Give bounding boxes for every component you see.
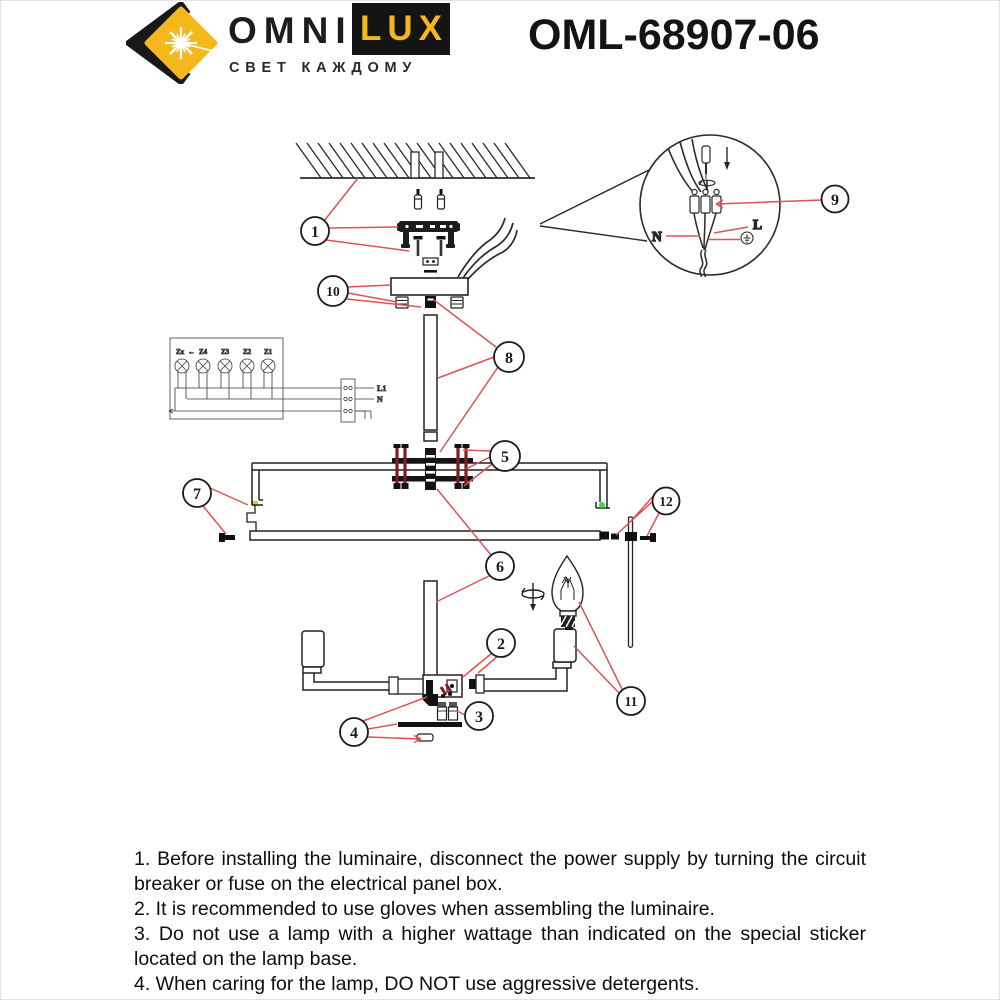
callout-12: 12 [651, 486, 681, 516]
screwdriver-icon [698, 145, 716, 190]
header: OMNI LUX СВЕТ КАЖДОМУ OML-68907-06 [0, 0, 1000, 100]
instruction-item-1: 1. Before installing the luminaire, disc… [134, 848, 866, 895]
small-connector-parts [422, 257, 439, 273]
callout-5: 5 [489, 440, 521, 472]
terminal-block [689, 188, 722, 214]
canopy-plate [390, 277, 469, 309]
brand-lux-text: LUX [360, 9, 448, 48]
instruction-item-4: 4. When caring for the lamp, DO NOT use … [134, 973, 700, 995]
arm-connector [469, 674, 485, 694]
instruction-item-2: 2. It is recommended to use gloves when … [134, 898, 715, 920]
callout-6-label: 6 [496, 559, 504, 576]
neutral-label: N [652, 229, 662, 244]
wire-label-n: N [377, 395, 383, 404]
brand-logo-icon [126, 2, 218, 84]
ground-symbol [740, 231, 754, 245]
callout-4: 4 [339, 717, 369, 747]
callout-12-label: 12 [659, 494, 673, 509]
callout-11: 11 [616, 686, 646, 716]
lamp-label: Z2 [243, 348, 252, 356]
callout-2-label: 2 [497, 636, 505, 653]
bracket-screws [413, 236, 446, 256]
brand-tagline: СВЕТ КАЖДОМУ [229, 60, 418, 76]
line-label: L [753, 217, 762, 232]
mounting-bracket [397, 221, 460, 248]
power-wires [457, 217, 518, 280]
leader-lines [202, 177, 823, 744]
lamp-label: Zx [176, 348, 185, 356]
lower-stem-tube [423, 580, 438, 678]
frame-ring [219, 462, 619, 542]
callout-6: 6 [485, 551, 515, 581]
lamp-label: Z1 [264, 348, 273, 356]
wiring-schematic: Zx ← Z4 Z3 Z2 Z1 L1 N [168, 337, 387, 423]
callout-9-label: 9 [831, 192, 839, 209]
callout-10-label: 10 [326, 284, 340, 299]
lamp-label: Z4 [199, 348, 208, 356]
hanging-rod [625, 516, 656, 649]
callout-3-label: 3 [475, 709, 483, 726]
hub-nuts [436, 702, 459, 721]
lamp-hub [388, 674, 463, 742]
inset-lower-wires [693, 212, 717, 278]
callouts: 1 10 8 5 7 12 6 2 3 4 11 9 [182, 184, 850, 747]
callout-1-label: 1 [311, 224, 319, 241]
model-number: OML-68907-06 [528, 11, 820, 59]
callout-10: 10 [317, 275, 349, 307]
brand-lux-box: LUX [352, 3, 450, 55]
ceiling-anchors [413, 189, 446, 210]
callout-7-label: 7 [193, 486, 201, 503]
left-arm [301, 630, 389, 691]
callout-1: 1 [300, 216, 330, 246]
callout-9: 9 [820, 184, 850, 214]
callout-11-label: 11 [625, 694, 638, 709]
brand-name: OMNI [228, 10, 353, 51]
arrow-left-icon: ← [188, 348, 195, 356]
frame-center-clamp [392, 444, 473, 490]
clamp-screws [393, 444, 470, 489]
callout-2: 2 [486, 628, 516, 658]
lamp-label: Z3 [221, 348, 230, 356]
decorative-bar [398, 722, 462, 727]
callout-7: 7 [182, 478, 212, 508]
instructions-block: 1. Before installing the luminaire, disc… [134, 847, 866, 997]
arrow-down-icon [724, 147, 730, 170]
callout-8-label: 8 [505, 350, 513, 367]
upper-stem-tube [423, 314, 438, 442]
starburst-icon [165, 27, 214, 59]
wire-label-l1: L1 [377, 384, 386, 393]
instruction-item-3: 3. Do not use a lamp with a higher watta… [134, 923, 866, 970]
inset-detail: N L [539, 134, 781, 278]
lamp-symbols [174, 358, 276, 374]
candle-bulb [551, 554, 584, 630]
callout-4-label: 4 [350, 725, 358, 742]
right-arm [484, 628, 577, 692]
ceiling [295, 142, 535, 179]
callout-8: 8 [493, 341, 525, 373]
callout-3: 3 [464, 701, 494, 731]
screw-rotation-icon [521, 583, 545, 611]
callout-5-label: 5 [501, 449, 509, 466]
